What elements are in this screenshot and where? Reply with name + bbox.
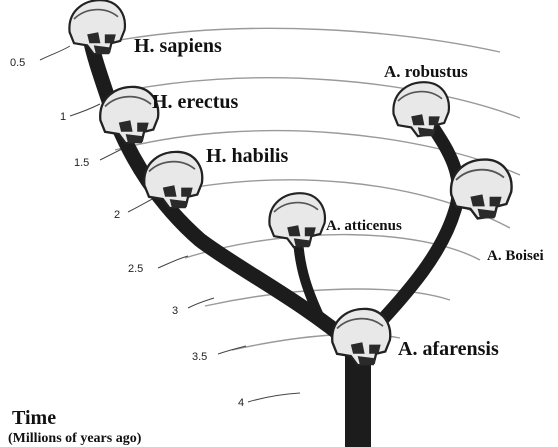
label-a-boisei: A. Boisei	[487, 248, 544, 264]
label-h-habilis: H. habilis	[206, 145, 288, 167]
tick-2.5: 2.5	[128, 263, 143, 275]
label-h-sapiens: H. sapiens	[134, 35, 222, 57]
tick-1: 1	[60, 111, 66, 123]
tick-1.5: 1.5	[74, 157, 89, 169]
label-a-robustus: A. robustus	[384, 62, 468, 81]
skull-atticenus-image	[269, 193, 325, 247]
tick-4: 4	[238, 397, 244, 409]
skull-sapiens-image	[69, 0, 125, 54]
tick-2: 2	[114, 209, 120, 221]
label-a-atticenus: A. atticenus	[326, 218, 402, 234]
tick-3.5: 3.5	[192, 351, 207, 363]
label-h-erectus: H. erectus	[152, 91, 238, 113]
label-a-afarensis: A. afarensis	[398, 338, 499, 360]
tick-3: 3	[172, 305, 178, 317]
axis-title: Time	[12, 407, 56, 429]
tick-0.5: 0.5	[10, 57, 25, 69]
skull-erectus-image	[100, 87, 158, 143]
skull-afarensis-image	[332, 309, 390, 365]
axis-unit: (Millions of years ago)	[8, 431, 142, 446]
